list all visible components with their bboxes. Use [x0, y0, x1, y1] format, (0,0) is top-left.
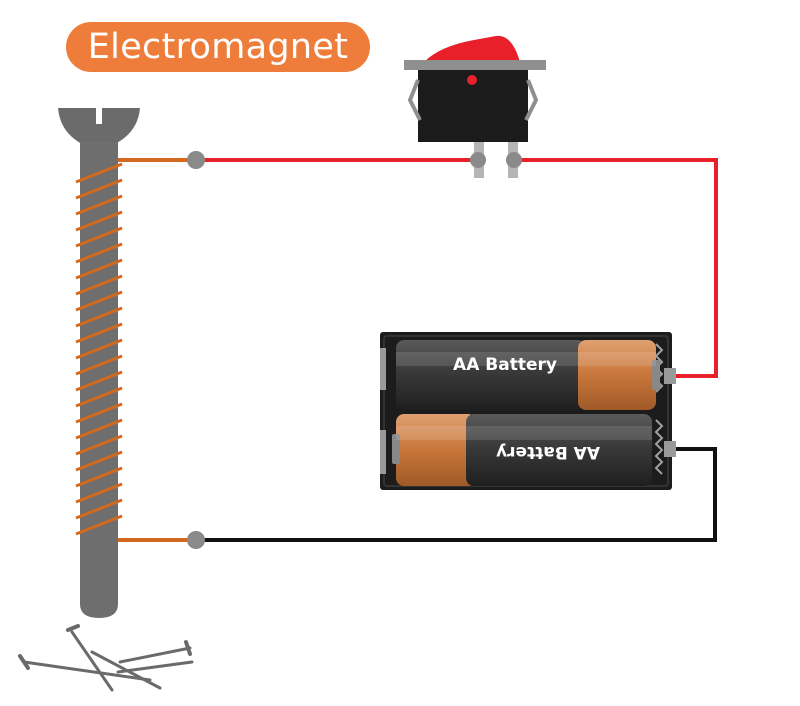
junction-dot-top — [187, 151, 205, 169]
positive-wire — [196, 158, 718, 378]
copper-coil — [75, 162, 123, 536]
rocker-switch[interactable] — [404, 35, 546, 178]
battery-bottom — [392, 414, 652, 486]
battery-top-label: AA Battery — [453, 355, 557, 375]
coil-leads — [116, 158, 196, 542]
nails — [18, 624, 194, 692]
title-badge: Electromagnet — [66, 22, 370, 72]
switch-indicator-dot — [467, 75, 477, 85]
diagram-title: Electromagnet — [87, 27, 349, 67]
battery-bottom-label: AA Battery — [496, 442, 600, 462]
junction-dot-bottom — [187, 531, 205, 549]
negative-wire — [196, 447, 717, 542]
battery-top — [396, 340, 660, 410]
